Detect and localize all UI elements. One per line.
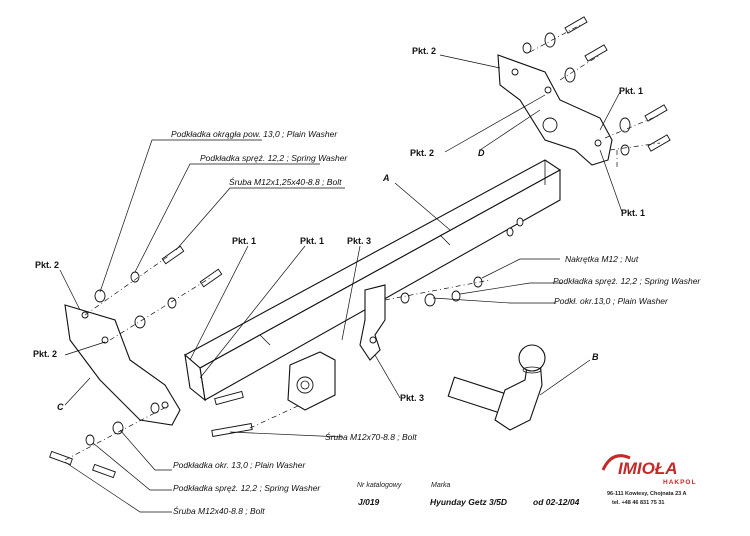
brand-name: IMIOŁA (618, 459, 678, 478)
title-block: Nr katalogowy J/019 Marka Hyunday Getz 3… (357, 482, 580, 507)
brand-logo: IMIOŁA HAKPOL 96-111 Kowiesy, Chojnata 2… (601, 454, 696, 506)
make-value: Hyunday Getz 3/5D (430, 497, 507, 507)
cross-beam-a (184, 159, 562, 402)
pkt-1-right-top: Pkt. 1 (619, 86, 643, 96)
pkt-2-top: Pkt. 2 (412, 46, 436, 56)
label-spring-washer-bottom: Podkładka spręż. 12,2 ; Spring Washer (173, 483, 321, 493)
label-plain-washer-bottom: Podkładka okr. 13,0 ; Plain Washer (173, 460, 306, 470)
label-bolt-mid: Śruba M12x70-8.8 ; Bolt (325, 431, 417, 442)
part-letter-a: A (382, 173, 390, 183)
fasteners-right-middle (384, 217, 524, 307)
pkt-1-right-bottom: Pkt. 1 (621, 208, 645, 218)
label-spring-washer-right: Podkładka spręż. 12,2 ; Spring Washer (553, 276, 701, 286)
date-value: od 02-12/04 (533, 497, 580, 507)
pkt-2-mid: Pkt. 2 (410, 148, 434, 158)
label-plain-washer-right: Podkł. okr.13,0 ; Plain Washer (554, 296, 669, 306)
pkt-1-left: Pkt. 1 (232, 236, 256, 246)
catalog-number-label: Nr katalogowy (357, 482, 402, 489)
bracket-d (497, 54, 613, 166)
pkt-1-center: Pkt. 1 (300, 236, 324, 246)
ball-neck-b (447, 344, 546, 431)
label-bolt-top: Śruba M12x1,25x40-8.8 ; Bolt (229, 176, 342, 187)
pkt-2-left-top: Pkt. 2 (35, 260, 59, 270)
fasteners-bottom (49, 390, 301, 479)
catalog-number-value: J/019 (358, 497, 380, 507)
brand-phone: tel. +48 46 831 75 31 (612, 500, 664, 506)
label-spring-washer-top: Podkładka spręż. 12,2 ; Spring Washer (200, 153, 348, 163)
leader-lines (59, 54, 623, 513)
part-letter-d: D (478, 148, 485, 158)
fasteners-top-left (84, 245, 223, 341)
logo-swoosh-icon (601, 454, 631, 471)
pkt-3-bottom: Pkt. 3 (400, 393, 424, 403)
socket-plate (287, 351, 336, 411)
middle-bracket (359, 284, 386, 361)
part-letter-b: B (592, 352, 599, 362)
label-nut: Nakrętka M12 ; Nut (565, 254, 639, 264)
pkt-2-left-bottom: Pkt. 2 (33, 349, 57, 359)
pkt-3-top: Pkt. 3 (347, 236, 371, 246)
label-washer-round: Podkładka okrągła pow. 13,0 ; Plain Wash… (171, 129, 338, 139)
brand-address: 96-111 Kowiesy, Chojnata 23 A (607, 491, 687, 497)
make-label: Marka (431, 482, 451, 489)
fasteners-top-right (522, 16, 671, 170)
bracket-c (64, 304, 181, 426)
label-bolt-bottom: Śruba M12x40-8.8 ; Bolt (173, 505, 265, 516)
brand-sub: HAKPOL (663, 479, 696, 486)
part-letter-c: C (57, 402, 64, 412)
